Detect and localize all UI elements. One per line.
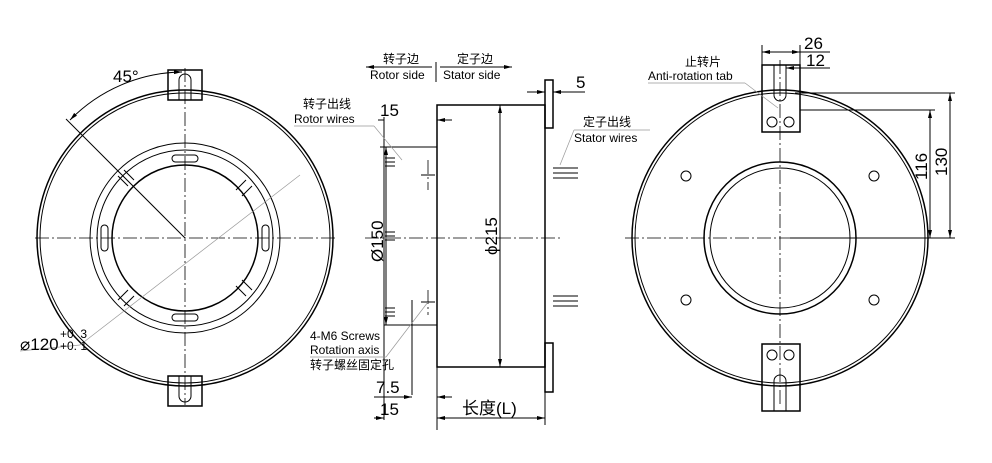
anti-rotation-tab-bottom — [167, 375, 203, 407]
rotor-side-label: Rotor side — [370, 68, 425, 82]
rotation-axis-label: Rotation axis — [310, 343, 379, 357]
screws-label: 4-M6 Screws — [310, 329, 380, 343]
screws-cn-label: 转子螺丝固定孔 — [310, 357, 394, 372]
front-view-rotor: 45° ⌀120 +0. 3 +0. 1 — [19, 67, 335, 407]
dim-12: 12 — [806, 51, 825, 70]
rotor-wires-cn: 转子出线 — [303, 96, 351, 111]
length-label: 长度(L) — [462, 399, 517, 418]
dim-130: 130 — [932, 148, 951, 176]
dim-15-top: 15 — [380, 101, 399, 120]
dim-116: 116 — [912, 153, 931, 180]
front-view-stator: 止转片 Anti-rotation tab 26 12 116 130 — [625, 34, 955, 412]
dim-5: 5 — [576, 73, 585, 92]
dim-15-bottom: 15 — [380, 400, 399, 419]
dim-215: ϕ215 — [482, 217, 501, 255]
stator-wires-cn: 定子出线 — [583, 114, 631, 129]
tolerance-lower: +0. 1 — [60, 339, 87, 353]
stator-wires-label: Stator wires — [574, 131, 637, 145]
stator-side-cn: 定子边 — [457, 51, 493, 66]
anti-rotation-tab-bottom — [761, 343, 801, 412]
dim-150: Ø150 — [368, 220, 387, 262]
tolerance-upper: +0. 3 — [60, 327, 87, 341]
dim-7-5: 7.5 — [376, 378, 400, 397]
rotor-side-cn: 转子边 — [383, 51, 419, 66]
rotor-wires-label: Rotor wires — [294, 112, 355, 126]
stator-wires — [553, 167, 578, 307]
diameter-label: ⌀120 — [20, 335, 59, 354]
tab-label: Anti-rotation tab — [648, 69, 733, 83]
angle-label: 45° — [113, 67, 139, 86]
stator-side-label: Stator side — [443, 68, 501, 82]
tab-cn: 止转片 — [685, 54, 721, 69]
dim-26: 26 — [804, 34, 823, 53]
rotor-wires — [385, 157, 395, 317]
side-view: 转子边 定子边 Rotor side Stator side 转子出线 Roto… — [294, 51, 650, 430]
anti-rotation-tab-top — [761, 64, 801, 133]
stator-screws — [680, 170, 880, 306]
